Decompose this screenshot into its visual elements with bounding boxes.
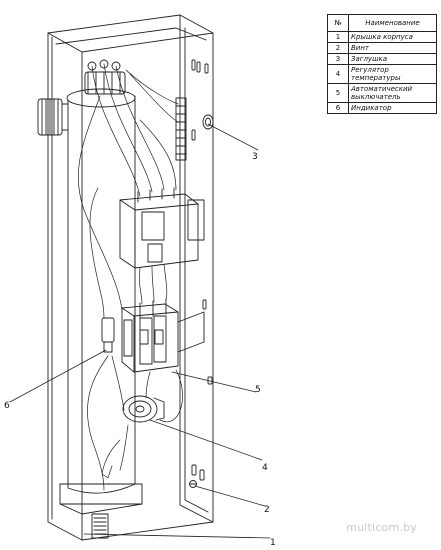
leader-lines <box>9 123 271 539</box>
legend-row-name: Регулятор температуры <box>348 64 437 85</box>
legend-row: 5 Автоматический выключатель <box>327 83 437 104</box>
indicator-lamp <box>101 317 115 353</box>
housing-back-panel <box>47 14 214 541</box>
circuit-breakers <box>121 298 205 373</box>
callout-1: 1 <box>270 538 276 548</box>
terminal-block <box>175 97 187 161</box>
callout-5: 5 <box>255 385 261 395</box>
legend-row: 1 Крышка корпуса <box>327 30 437 44</box>
legend-row-name: Винт <box>348 42 437 55</box>
legend-row-name: Автоматический выключатель <box>348 83 437 104</box>
legend-header-name: Наименование <box>348 14 437 32</box>
legend-row-name: Крышка корпуса <box>348 30 437 44</box>
watermark-text: multicom.by <box>346 521 417 534</box>
parts-legend-table: № Наименование 1 Крышка корпуса 2 Винт 3… <box>327 14 437 115</box>
plug-cap <box>202 114 214 130</box>
legend-row-number: 1 <box>327 30 349 44</box>
legend-row: 4 Регулятор температуры <box>327 64 437 85</box>
legend-row: 2 Винт <box>327 42 437 55</box>
callout-2: 2 <box>264 505 270 515</box>
mounting-holes <box>191 59 213 481</box>
legend-header-number: № <box>327 14 349 32</box>
legend-row-name: Заглушка <box>348 53 437 66</box>
legend-row: 6 Индикатор <box>327 102 437 115</box>
wiring <box>77 63 183 491</box>
legend-row-number: 3 <box>327 53 349 66</box>
callout-6: 6 <box>4 401 10 411</box>
legend-row: 3 Заглушка <box>327 53 437 66</box>
legend-header-row: № Наименование <box>327 14 437 32</box>
legend-row-number: 5 <box>327 83 349 104</box>
bottom-screw <box>189 480 197 488</box>
temperature-regulator <box>122 395 165 423</box>
callout-4: 4 <box>262 463 268 473</box>
heater-tank <box>37 59 143 539</box>
contactor <box>119 187 205 269</box>
legend-row-name: Индикатор <box>348 102 437 115</box>
legend-row-number: 4 <box>327 64 349 85</box>
legend-row-number: 6 <box>327 102 349 115</box>
legend-row-number: 2 <box>327 42 349 55</box>
callout-3: 3 <box>252 152 258 162</box>
